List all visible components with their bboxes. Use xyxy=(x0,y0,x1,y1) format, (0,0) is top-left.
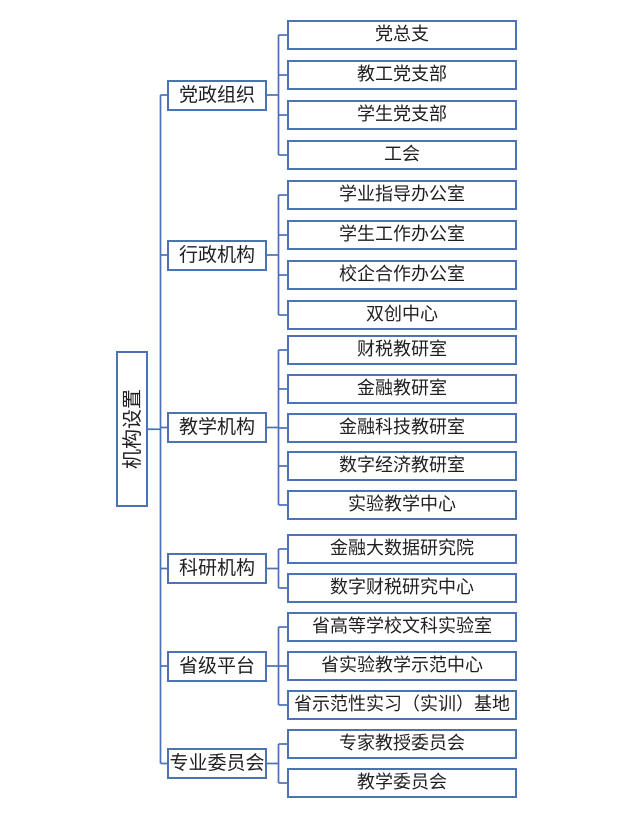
leaf-node: 学生工作办公室 xyxy=(287,220,517,250)
leaf-node-label: 省实验教学示范中心 xyxy=(321,655,483,676)
leaf-node: 实验教学中心 xyxy=(287,490,517,520)
leaf-node-label: 学生工作办公室 xyxy=(339,224,465,245)
leaf-node: 省示范性实习（实训）基地 xyxy=(287,690,517,720)
leaf-node: 省实验教学示范中心 xyxy=(287,651,517,681)
leaf-node-label: 专家教授委员会 xyxy=(339,733,465,754)
branch-node-label: 党政组织 xyxy=(178,83,255,106)
leaf-node-label: 教学委员会 xyxy=(357,772,447,793)
leaf-node: 工会 xyxy=(287,140,517,170)
leaf-node: 党总支 xyxy=(287,20,517,50)
branch-node-label: 省级平台 xyxy=(178,654,255,677)
leaf-node-label: 数字财税研究中心 xyxy=(330,577,474,598)
branch-node: 行政机构 xyxy=(167,239,267,271)
root-node-label: 机构设置 xyxy=(120,389,144,470)
leaf-node: 数字经济教研室 xyxy=(287,451,517,481)
branch-node: 党政组织 xyxy=(167,79,267,111)
leaf-node: 校企合作办公室 xyxy=(287,260,517,290)
branch-node-label: 科研机构 xyxy=(178,557,255,579)
leaf-node: 数字财税研究中心 xyxy=(287,573,517,603)
leaf-node-label: 金融科技教研室 xyxy=(339,417,465,438)
leaf-node-label: 工会 xyxy=(384,144,420,165)
leaf-node-label: 省高等学校文科实验室 xyxy=(312,616,492,637)
leaf-node: 财税教研室 xyxy=(287,335,517,365)
leaf-node-label: 双创中心 xyxy=(366,304,438,325)
leaf-node-label: 财税教研室 xyxy=(357,339,447,360)
branch-node-label: 行政机构 xyxy=(178,243,255,266)
leaf-node-label: 数字经济教研室 xyxy=(339,455,465,476)
leaf-node: 金融科技教研室 xyxy=(287,413,517,443)
leaf-node-label: 教工党支部 xyxy=(357,64,447,85)
leaf-node-label: 校企合作办公室 xyxy=(339,264,465,285)
branch-node: 专业委员会 xyxy=(167,748,267,779)
leaf-node-label: 学业指导办公室 xyxy=(339,184,465,205)
leaf-node: 专家教授委员会 xyxy=(287,729,517,759)
leaf-node: 教工党支部 xyxy=(287,60,517,90)
branch-node-label: 专业委员会 xyxy=(169,752,265,774)
leaf-node: 学生党支部 xyxy=(287,100,517,130)
leaf-node: 省高等学校文科实验室 xyxy=(287,612,517,642)
root-node: 机构设置 xyxy=(116,351,148,508)
leaf-node: 金融教研室 xyxy=(287,374,517,404)
branch-node: 科研机构 xyxy=(167,553,267,584)
leaf-node: 教学委员会 xyxy=(287,768,517,798)
leaf-node-label: 党总支 xyxy=(375,24,429,45)
leaf-node: 学业指导办公室 xyxy=(287,180,517,210)
leaf-node: 金融大数据研究院 xyxy=(287,534,517,564)
leaf-node-label: 省示范性实习（实训）基地 xyxy=(294,694,510,715)
leaf-node-label: 实验教学中心 xyxy=(348,494,456,515)
branch-node: 教学机构 xyxy=(167,412,267,443)
branch-node: 省级平台 xyxy=(167,650,267,682)
leaf-node: 双创中心 xyxy=(287,300,517,330)
leaf-node-label: 学生党支部 xyxy=(357,104,447,125)
leaf-node-label: 金融大数据研究院 xyxy=(330,538,474,559)
branch-node-label: 教学机构 xyxy=(178,416,255,438)
leaf-node-label: 金融教研室 xyxy=(357,378,447,399)
